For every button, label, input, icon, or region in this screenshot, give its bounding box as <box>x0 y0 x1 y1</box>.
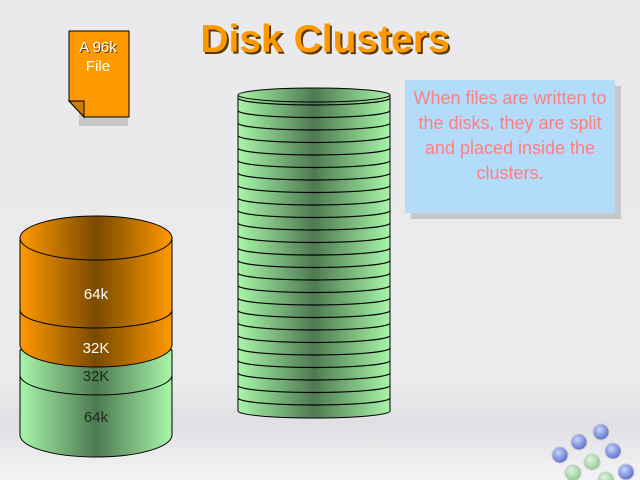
cluster-divider <box>237 272 391 281</box>
cluster-divider <box>237 347 391 356</box>
cluster-divider <box>237 260 391 269</box>
cluster-divider <box>237 372 391 381</box>
slide-title: Disk Clusters <box>200 18 450 61</box>
file-icon: A 96k File <box>67 30 130 126</box>
cluster-divider <box>237 135 391 144</box>
decorative-bubbles-icon <box>551 423 635 480</box>
cluster-divider <box>237 97 391 106</box>
cluster-divider <box>237 385 391 394</box>
cluster-divider <box>237 360 391 369</box>
right-disk <box>237 87 391 419</box>
cluster-divider <box>237 297 391 306</box>
segment-label: 64k <box>84 286 109 303</box>
cluster-divider <box>237 235 391 244</box>
left-disk: 64k 32K 32K 64k <box>19 215 173 458</box>
cluster-divider <box>237 110 391 119</box>
cluster-divider <box>237 197 391 206</box>
cluster-divider <box>237 122 391 131</box>
cluster-divider <box>237 172 391 181</box>
segment-label: 32K <box>83 368 110 385</box>
cluster-divider <box>237 310 391 319</box>
segment-label: 32K <box>83 340 110 357</box>
cluster-divider <box>237 335 391 344</box>
cluster-divider <box>237 160 391 169</box>
cluster-divider <box>237 185 391 194</box>
segment-label: 64k <box>84 409 109 426</box>
cluster-divider <box>237 222 391 231</box>
file-label-line1: A 96k <box>79 39 117 56</box>
file-label-line2: File <box>86 58 110 75</box>
cluster-divider <box>237 285 391 294</box>
cluster-divider <box>237 247 391 256</box>
cluster-divider <box>237 210 391 219</box>
cluster-divider <box>237 147 391 156</box>
note-box: When files are written to the disks, the… <box>405 80 615 213</box>
cluster-divider <box>237 397 391 406</box>
cluster-divider <box>237 322 391 331</box>
